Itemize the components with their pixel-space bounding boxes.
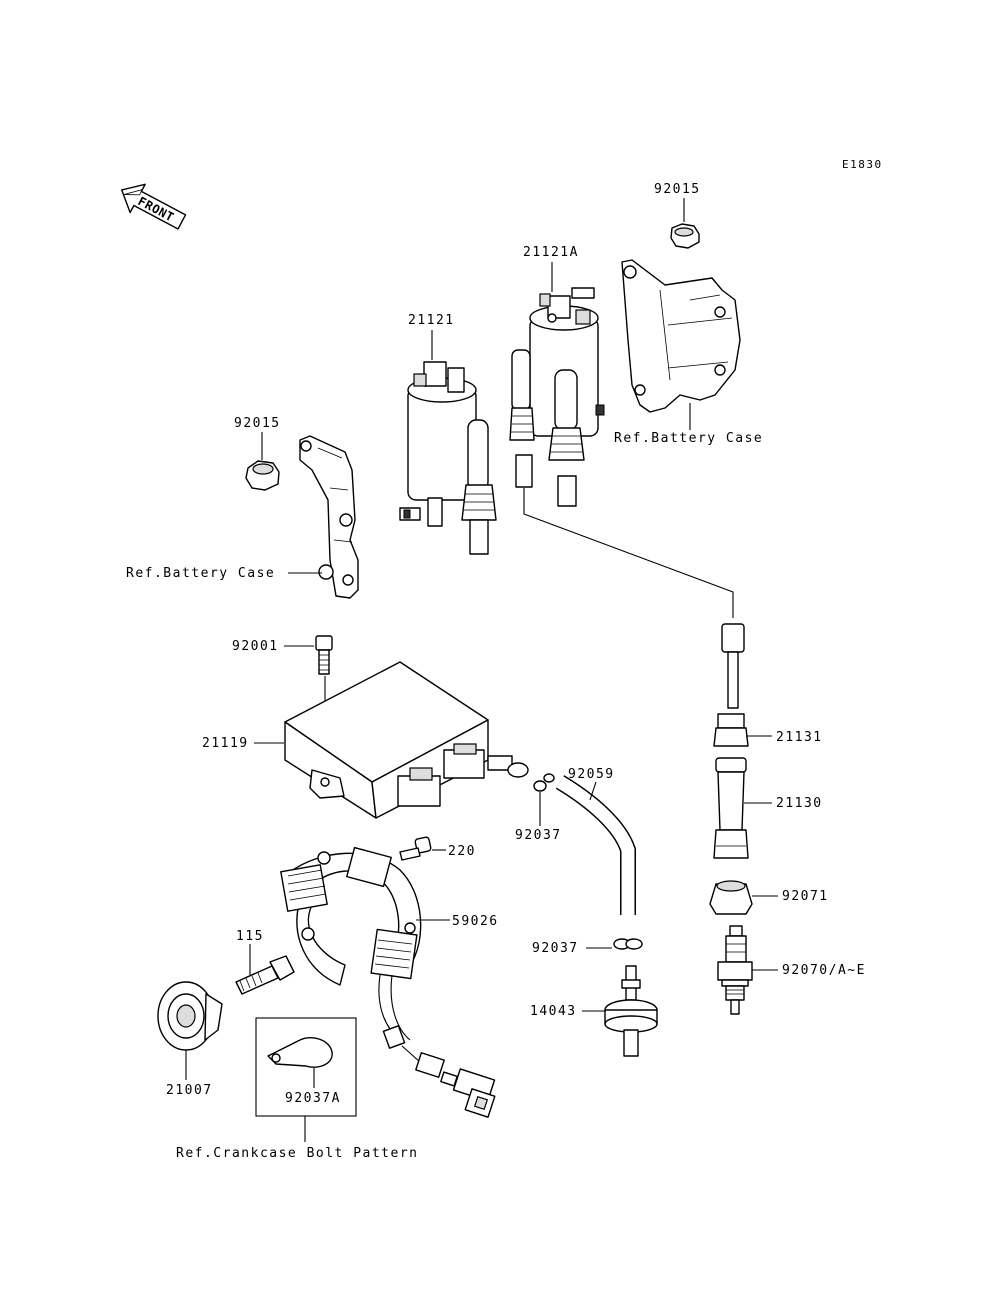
label-92001: 92001 <box>232 639 279 654</box>
battery-case-bracket-left <box>299 435 359 599</box>
rotor-21007 <box>157 981 223 1051</box>
igniter-unit-21119 <box>284 661 529 819</box>
clamp-92037-lower <box>613 938 643 950</box>
label-220: 220 <box>448 844 476 859</box>
spark-plug-92070 <box>717 925 753 1015</box>
diagram-code: E1830 <box>842 158 883 171</box>
nut-92015-top <box>670 223 700 249</box>
label-92015-top: 92015 <box>654 182 701 197</box>
label-21119: 21119 <box>202 736 249 751</box>
label-92037-upper: 92037 <box>515 828 562 843</box>
label-14043: 14043 <box>530 1004 577 1019</box>
clamp-92037A-frame <box>255 1017 357 1117</box>
front-arrow-icon: FRONT <box>121 183 187 230</box>
ignition-coil-21121 <box>399 361 497 555</box>
label-21121A: 21121A <box>523 245 579 260</box>
label-92071: 92071 <box>782 889 829 904</box>
label-21131: 21131 <box>776 730 823 745</box>
ref-crankcase-bolt-pattern: Ref.Crankcase Bolt Pattern <box>176 1146 419 1161</box>
label-59026: 59026 <box>452 914 499 929</box>
label-21007: 21007 <box>166 1083 213 1098</box>
ignition-coil-21121A <box>509 287 605 507</box>
label-92037A: 92037A <box>285 1091 341 1106</box>
clamp-92037-upper <box>533 773 555 792</box>
label-92070: 92070/A~E <box>782 963 866 978</box>
screw-220 <box>399 836 432 861</box>
battery-case-bracket-right <box>621 259 741 413</box>
label-92059: 92059 <box>568 767 615 782</box>
hose-92059 <box>556 776 635 915</box>
spark-plug-cap-21130 <box>713 757 749 859</box>
bolt-115 <box>235 955 295 995</box>
bolt-92001 <box>315 635 333 675</box>
label-21121: 21121 <box>408 313 455 328</box>
high-tension-lead <box>523 488 734 618</box>
label-115: 115 <box>236 929 264 944</box>
ref-battery-case-left: Ref.Battery Case <box>126 566 275 581</box>
label-92015-left: 92015 <box>234 416 281 431</box>
clamp-92037A <box>267 1036 333 1068</box>
pickup-coil-59026 <box>280 846 496 1118</box>
spark-plug-cap-21131 <box>713 623 749 747</box>
label-92037-lower: 92037 <box>532 941 579 956</box>
filter-14043 <box>604 965 658 1057</box>
label-21130: 21130 <box>776 796 823 811</box>
nut-92015-left <box>245 460 280 491</box>
plug-cover-92071 <box>709 880 753 915</box>
ref-battery-case-right: Ref.Battery Case <box>614 431 763 446</box>
